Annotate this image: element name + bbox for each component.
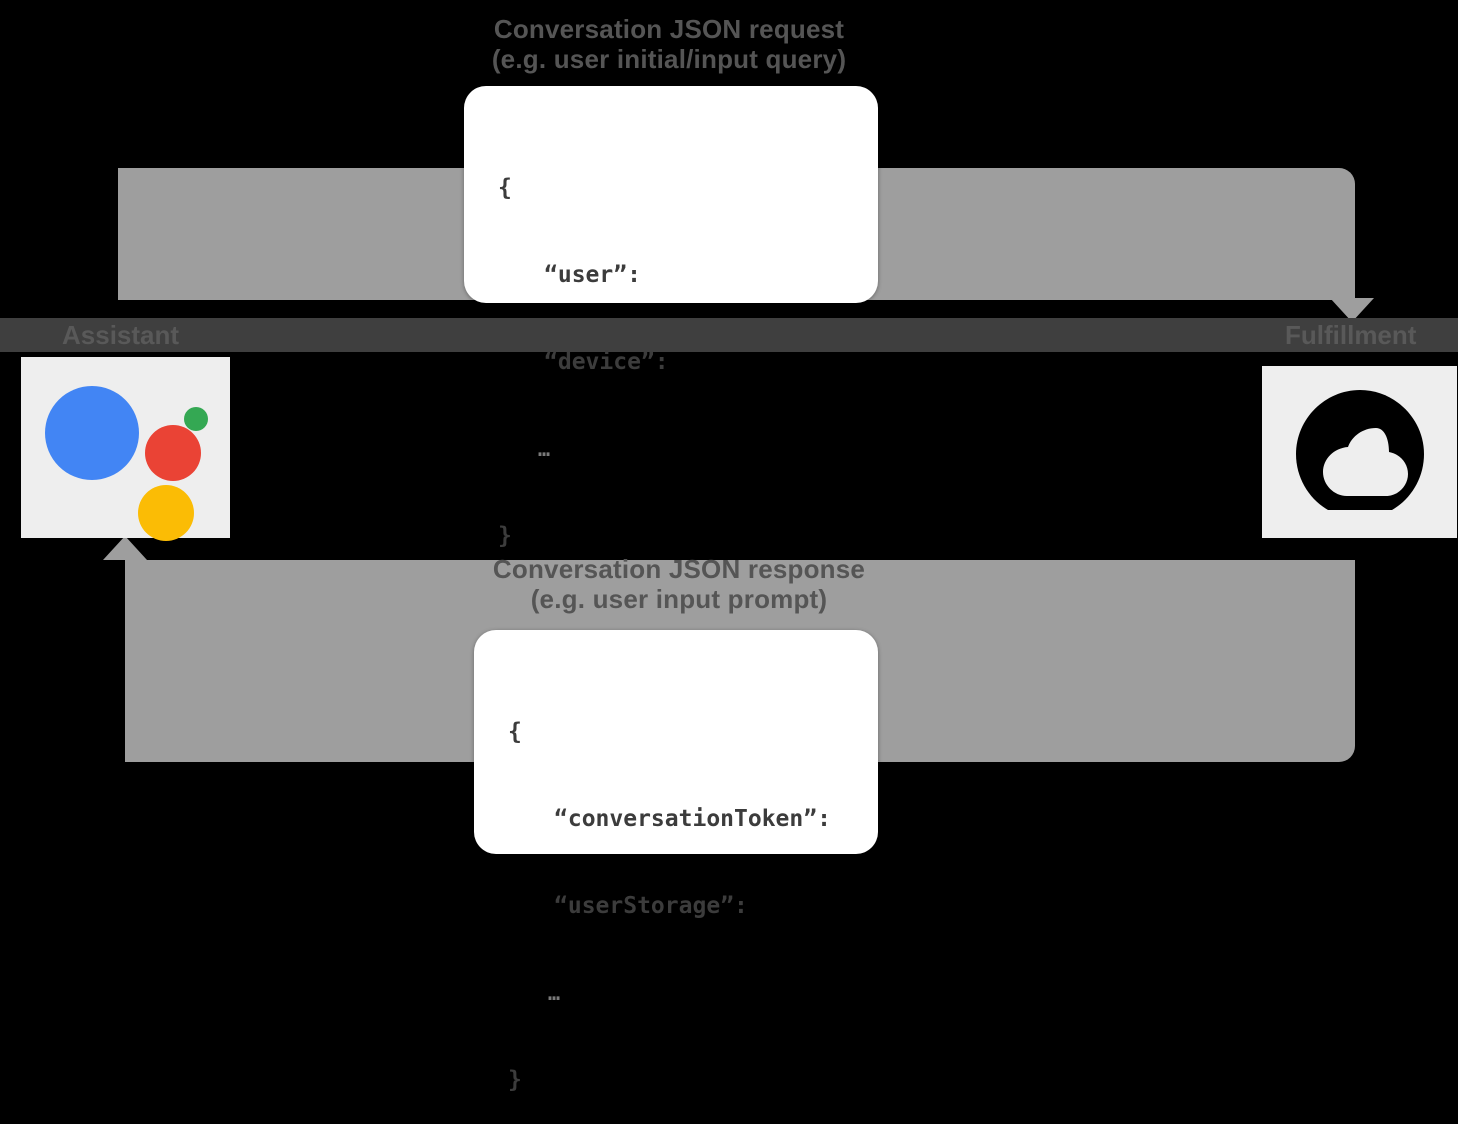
- response-json-line-5: }: [508, 1067, 522, 1093]
- assistant-dot-blue: [44, 385, 139, 480]
- response-flow-arrowhead-icon: [103, 536, 147, 560]
- node-fulfillment[interactable]: [1262, 366, 1457, 538]
- request-flow-title: Conversation JSON request: [493, 14, 845, 44]
- response-flow-title: Conversation JSON response: [492, 554, 866, 584]
- response-json-line-1: {: [508, 719, 522, 745]
- request-json-line-2: “user”:: [544, 262, 641, 288]
- response-json-line-3: “userStorage”:: [554, 893, 748, 919]
- request-json-card: { “user”: “device”: … }: [464, 86, 878, 549]
- response-flow-subtitle: (e.g. user input prompt): [530, 584, 828, 614]
- request-flow-subtitle: (e.g. user initial/input query): [491, 44, 847, 74]
- assistant-dot-green: [183, 406, 208, 431]
- request-flow-label: Conversation JSON request (e.g. user ini…: [379, 14, 959, 74]
- axis-strip: [0, 318, 1458, 352]
- assistant-dot-yellow: [137, 484, 194, 541]
- assistant-dot-red: [144, 424, 201, 481]
- request-json-line-3: “device”:: [544, 349, 669, 375]
- cloud-icon: [1275, 377, 1445, 527]
- node-fulfillment-label: Fulfillment: [1285, 320, 1417, 350]
- google-assistant-icon: [41, 373, 211, 541]
- response-json-line-2: “conversationToken”:: [554, 806, 831, 832]
- request-json-line-5: }: [498, 523, 512, 549]
- response-json-card: { “conversationToken”: “userStorage”: … …: [474, 630, 878, 1093]
- response-json-line-4: …: [548, 981, 561, 1005]
- request-json-line-1: {: [498, 175, 512, 201]
- node-assistant[interactable]: [21, 357, 230, 541]
- response-flow-label: Conversation JSON response (e.g. user in…: [389, 554, 969, 614]
- node-assistant-label: Assistant: [62, 320, 180, 350]
- request-json-line-4: …: [538, 437, 551, 461]
